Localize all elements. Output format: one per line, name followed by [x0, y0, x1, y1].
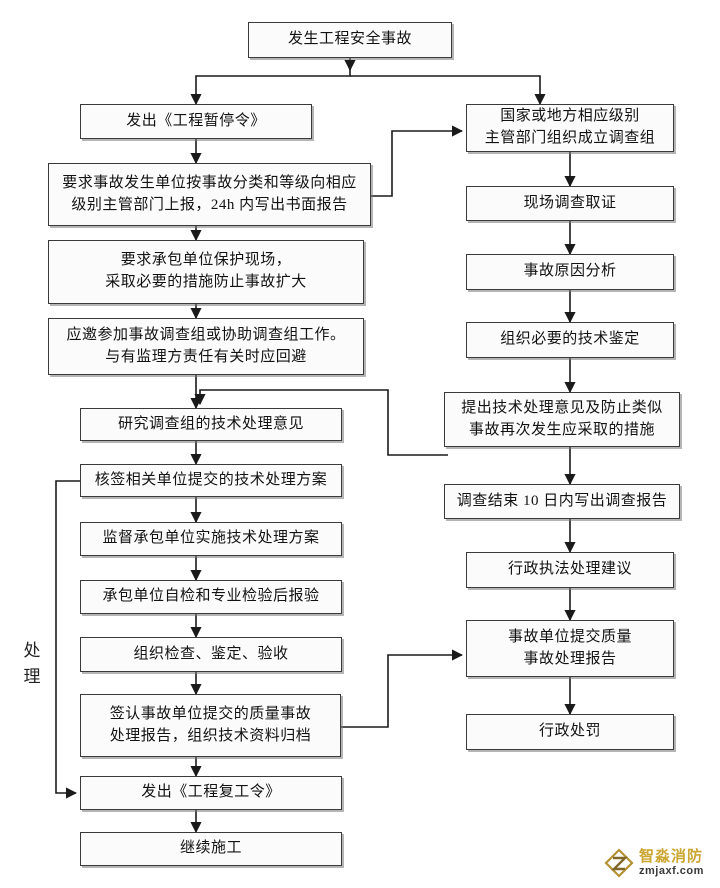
node-investigation-report[interactable]: 调查结束 10 日内写出调查报告 — [444, 484, 680, 519]
node-label-line1: 签认事故单位提交的质量事故 — [109, 705, 312, 722]
node-label-line1: 要求事故发生单位按事故分类和等级向相应 — [62, 174, 357, 191]
node-submit-quality-report[interactable]: 事故单位提交质量 事故处理报告 — [466, 620, 674, 677]
node-site-evidence[interactable]: 现场调查取证 — [466, 186, 674, 221]
node-join-investigation[interactable]: 应邀参加事故调查组或协助调查组工作。 与有监理方责任有关时应回避 — [48, 318, 364, 375]
node-label: 发出《工程暂停令》 — [126, 112, 266, 129]
node-label-line1: 事故单位提交质量 — [507, 628, 632, 645]
node-label-line1: 要求承包单位保护现场， — [120, 252, 292, 269]
node-label-line2: 事故再次发生应采取的措施 — [468, 421, 655, 438]
node-start-label: 发生工程安全事故 — [287, 31, 412, 48]
node-label: 现场调查取证 — [523, 194, 617, 211]
node-label-line1: 提出技术处理意见及防止类似 — [461, 399, 663, 416]
node-self-inspection[interactable]: 承包单位自检和专业检验后报验 — [80, 580, 342, 614]
side-label-handling: 处 理 — [20, 638, 46, 689]
node-label: 组织必要的技术鉴定 — [500, 331, 640, 348]
node-label: 继续施工 — [179, 840, 242, 857]
node-technical-appraisal[interactable]: 组织必要的技术鉴定 — [466, 322, 674, 358]
node-issue-resume-order[interactable]: 发出《工程复工令》 — [80, 776, 342, 810]
node-label: 调查结束 10 日内写出调查报告 — [456, 492, 668, 509]
node-label-line2: 事故处理报告 — [523, 650, 617, 667]
watermark: 智淼消防 zmjaxf.com — [604, 848, 704, 878]
node-enforcement-suggestion[interactable]: 行政执法处理建议 — [466, 552, 674, 588]
node-label-line2: 主管部门组织成立调查组 — [484, 130, 656, 146]
node-label: 监督承包单位实施技术处理方案 — [102, 530, 320, 547]
node-label-line2: 级别主管部门上报，24h 内写出书面报告 — [71, 196, 348, 213]
node-supervise-implementation[interactable]: 监督承包单位实施技术处理方案 — [80, 522, 342, 556]
side-label-char-2: 理 — [23, 666, 43, 686]
node-form-investigation-group[interactable]: 国家或地方相应级别 主管部门组织成立调查组 — [466, 104, 674, 152]
node-label: 核签相关单位提交的技术处理方案 — [94, 471, 328, 488]
node-label: 承包单位自检和专业检验后报验 — [102, 588, 320, 605]
watermark-brand-cn: 智淼消防 — [639, 848, 704, 865]
node-countersign-plan[interactable]: 核签相关单位提交的技术处理方案 — [80, 464, 342, 497]
brand-logo-icon — [604, 848, 634, 878]
node-sign-quality-report[interactable]: 签认事故单位提交的质量事故 处理报告，组织技术资料归档 — [80, 694, 341, 757]
node-cause-analysis[interactable]: 事故原因分析 — [466, 254, 674, 290]
node-label-line2: 处理报告，组织技术资料归档 — [109, 727, 312, 744]
node-issue-suspension-order[interactable]: 发出《工程暂停令》 — [80, 104, 312, 139]
node-label: 组织检查、鉴定、验收 — [133, 645, 289, 662]
node-organize-acceptance[interactable]: 组织检查、鉴定、验收 — [80, 637, 342, 672]
node-report-to-authority[interactable]: 要求事故发生单位按事故分类和等级向相应 级别主管部门上报，24h 内写出书面报告 — [48, 163, 371, 226]
node-protect-site[interactable]: 要求承包单位保护现场， 采取必要的措施防止事故扩大 — [48, 240, 364, 304]
node-label-line1: 应邀参加事故调查组或协助调查组工作。 — [66, 326, 346, 343]
node-label: 事故原因分析 — [523, 263, 617, 280]
node-label-line1: 国家或地方相应级别 — [500, 108, 640, 125]
watermark-brand-en: zmjaxf.com — [639, 865, 704, 877]
node-label: 发出《工程复工令》 — [141, 784, 281, 801]
node-label: 研究调查组的技术处理意见 — [117, 415, 304, 432]
node-study-opinions[interactable]: 研究调查组的技术处理意见 — [80, 408, 342, 441]
node-label-line2: 采取必要的措施防止事故扩大 — [105, 274, 307, 290]
node-label: 行政执法处理建议 — [507, 561, 632, 578]
side-label-char-1: 处 — [23, 641, 43, 660]
node-propose-measures[interactable]: 提出技术处理意见及防止类似 事故再次发生应采取的措施 — [444, 392, 680, 447]
node-continue-construction[interactable]: 继续施工 — [80, 832, 342, 866]
node-administrative-penalty[interactable]: 行政处罚 — [466, 714, 674, 750]
node-label-line2: 与有监理方责任有关时应回避 — [105, 348, 307, 365]
node-label: 行政处罚 — [538, 723, 601, 740]
node-start[interactable]: 发生工程安全事故 — [248, 22, 452, 58]
